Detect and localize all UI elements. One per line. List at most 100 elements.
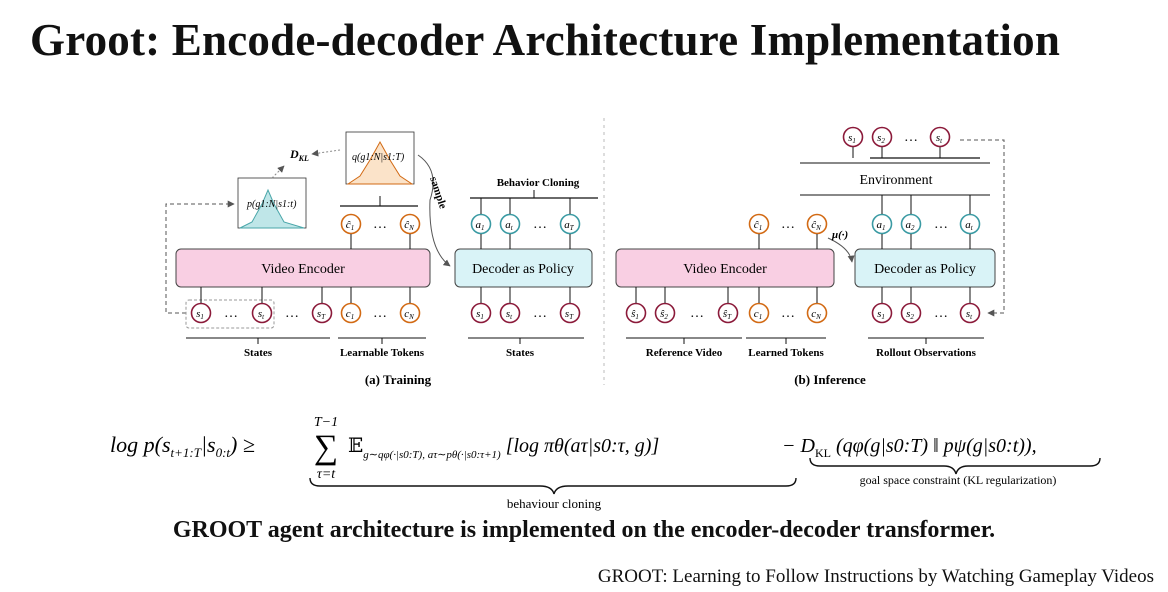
action-node [900, 213, 922, 235]
inference-decoder-label: Decoder as Policy [874, 262, 976, 277]
rollout-state-node-label: s1 [848, 132, 856, 145]
kl-label: DKL [289, 147, 309, 163]
behaviour-cloning-brace [309, 477, 797, 495]
token-node [251, 302, 273, 324]
inference-encoder-label: Video Encoder [683, 262, 767, 277]
token-node [748, 302, 770, 324]
token-node [625, 302, 647, 324]
token-node [311, 302, 333, 324]
token-node [559, 302, 581, 324]
token-node-label: s2 [906, 308, 914, 321]
ellipsis: … [533, 306, 547, 321]
group-learnable-tokens-label: Learnable Tokens [340, 347, 425, 359]
training-video-encoder [175, 248, 431, 288]
state-feedback-arrow [165, 200, 235, 314]
action-node [871, 213, 893, 235]
token-node [340, 302, 362, 324]
slide-title: Groot: Encode-decoder Architecture Imple… [30, 15, 1061, 65]
rollout-state-node-label: st [936, 132, 943, 145]
token-node-label: st [966, 308, 973, 321]
token-node-label: st [506, 308, 513, 321]
action-node-label: at [965, 219, 974, 232]
action-node [470, 213, 492, 235]
token-node-label: ĉN [811, 219, 821, 232]
posterior-plot-label: q(g1:N|s1:T) [352, 152, 405, 163]
posterior-distribution-plot: q(g1:N|s1:T) [345, 131, 415, 185]
token-node [399, 213, 421, 235]
goal-constraint-brace [809, 457, 1101, 475]
token-node [654, 302, 676, 324]
sample-label: sample [427, 175, 449, 210]
behaviour-cloning-label: behaviour cloning [507, 496, 602, 511]
token-node-label: s1 [196, 308, 204, 321]
inference-video-encoder [615, 248, 835, 288]
token-node [340, 213, 362, 235]
training-objective-formula: log p(st+1:T|s0:t) ≥ T−1 ∑ τ=t 𝔼g∼qφ(·|s… [110, 412, 1110, 512]
action-node [499, 213, 521, 235]
action-node-label: a2 [906, 219, 916, 232]
token-node [399, 302, 421, 324]
group-learned-tokens-label: Learned Tokens [748, 347, 824, 359]
sample-arrow [417, 154, 451, 267]
token-node [470, 302, 492, 324]
action-node-label: a1 [476, 219, 485, 232]
token-node [959, 302, 981, 324]
mu-label: μ(·) [831, 229, 848, 241]
group-rollout-label: Rollout Observations [876, 347, 977, 359]
prior-distribution-plot: p(g1:N|s1:t) [237, 177, 307, 229]
ellipsis: … [781, 306, 795, 321]
token-node-label: sT [565, 308, 574, 321]
training-decoder-label: Decoder as Policy [472, 262, 574, 277]
formula-svg: log p(st+1:T|s0:t) ≥ T−1 ∑ τ=t 𝔼g∼qφ(·|s… [110, 415, 1101, 511]
group-states-label: States [244, 347, 273, 359]
token-node [806, 302, 828, 324]
token-node [748, 213, 770, 235]
rollout-state-node [842, 126, 864, 148]
goal-constraint-label: goal space constraint (KL regularization… [860, 473, 1057, 487]
rollout-feedback-arrow [960, 139, 1005, 317]
ellipsis: … [373, 217, 387, 232]
behavior-cloning-label: Behavior Cloning [497, 177, 580, 189]
token-node-label: sT [317, 308, 326, 321]
token-node-label: s1 [877, 308, 885, 321]
inference-decoder-policy [854, 248, 996, 288]
token-node-label: ĉN [404, 219, 414, 232]
token-node-label: st [258, 308, 265, 321]
rollout-state-node [871, 126, 893, 148]
token-node [806, 213, 828, 235]
action-node-label: aT [564, 219, 575, 232]
training-caption: (a) Training [365, 372, 432, 387]
ellipsis: … [904, 130, 918, 145]
kl-term: − DKL (qφ(g|s0:T) ‖ pψ(g|s0:t)), [782, 435, 1037, 460]
group-reference-video-label: Reference Video [646, 347, 723, 359]
formula-lhs: log p(st+1:T|s0:t) ≥ [110, 432, 255, 460]
slide-caption: GROOT agent architecture is implemented … [172, 517, 996, 543]
sum-top: T−1 [314, 415, 338, 430]
token-node-label: c1 [754, 308, 762, 321]
action-node-label: a1 [877, 219, 886, 232]
group-decoder-states-label: States [506, 347, 535, 359]
action-node [959, 213, 981, 235]
ellipsis: … [934, 306, 948, 321]
ellipsis: … [373, 306, 387, 321]
ellipsis: … [533, 217, 547, 232]
token-node-label: ĉ1 [346, 219, 354, 232]
sum-bottom: τ=t [317, 467, 336, 482]
ellipsis: … [690, 306, 704, 321]
paper-source: GROOT: Learning to Follow Instructions b… [597, 566, 1154, 587]
token-node-label: ŝ1 [631, 308, 639, 321]
token-node-label: cN [811, 308, 821, 321]
inference-caption: (b) Inference [794, 372, 866, 387]
token-node-label: cN [404, 308, 414, 321]
ellipsis: … [224, 306, 238, 321]
environment-label: Environment [859, 173, 932, 188]
token-node [717, 302, 739, 324]
training-decoder-policy [454, 248, 593, 288]
ellipsis: … [934, 217, 948, 232]
token-node [871, 302, 893, 324]
prior-plot-label: p(g1:N|s1:t) [246, 199, 297, 210]
ellipsis: … [781, 217, 795, 232]
expectation-term: 𝔼g∼qφ(·|s0:T), aτ∼pθ(·|s0:τ+1) [log πθ(a… [348, 435, 659, 461]
training-encoder-label: Video Encoder [261, 262, 345, 277]
mu-arrow [827, 237, 855, 263]
